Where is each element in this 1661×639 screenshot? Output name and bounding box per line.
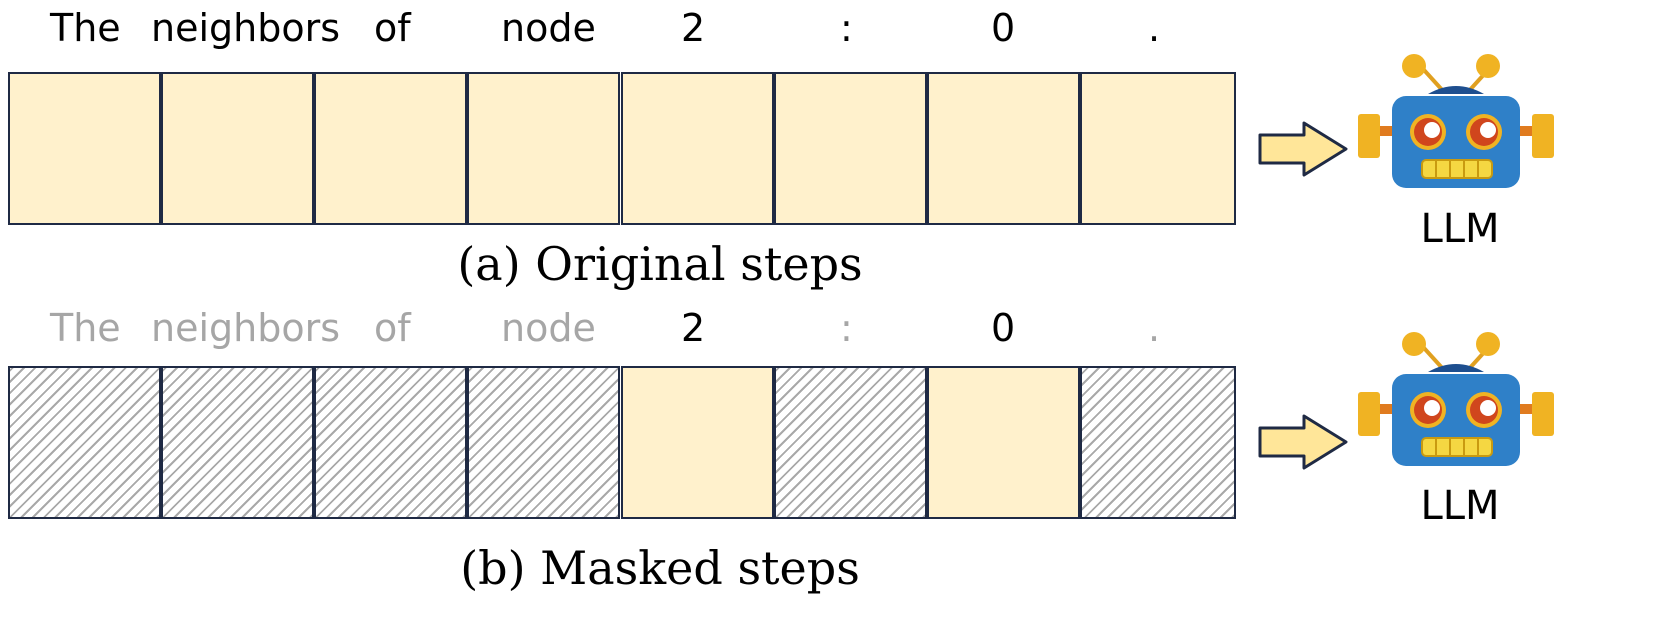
token-a-7: . bbox=[1148, 6, 1161, 50]
step-cell bbox=[621, 366, 774, 519]
token-a-2: of bbox=[374, 6, 411, 50]
step-cell bbox=[467, 72, 620, 225]
cell-strip-b bbox=[8, 366, 1236, 519]
token-a-0: The bbox=[50, 6, 121, 50]
token-b-3: node bbox=[501, 306, 596, 350]
robot-icon bbox=[1358, 54, 1554, 188]
token-b-1: neighbors bbox=[151, 306, 341, 350]
step-cell bbox=[314, 72, 467, 225]
robot-icon bbox=[1358, 332, 1554, 466]
masked-step-cell bbox=[8, 366, 161, 519]
token-row-b: The neighbors of node 2 : 0 . bbox=[8, 300, 1236, 356]
token-b-0: The bbox=[50, 306, 121, 350]
masked-step-cell bbox=[314, 366, 467, 519]
token-a-5: : bbox=[840, 6, 853, 50]
token-b-2: of bbox=[374, 306, 411, 350]
step-cell bbox=[927, 366, 1080, 519]
step-cell bbox=[927, 72, 1080, 225]
step-cell bbox=[161, 72, 314, 225]
token-a-3: node bbox=[501, 6, 596, 50]
masked-step-cell bbox=[774, 366, 927, 519]
step-cell bbox=[8, 72, 161, 225]
step-cell bbox=[621, 72, 774, 225]
token-b-4: 2 bbox=[681, 306, 706, 350]
right-arrow-icon bbox=[1258, 414, 1348, 470]
masked-step-cell bbox=[1080, 366, 1236, 519]
cell-strip-a bbox=[8, 72, 1236, 225]
masked-step-cell bbox=[467, 366, 620, 519]
step-cell bbox=[1080, 72, 1236, 225]
caption-a: (a) Original steps bbox=[457, 237, 863, 291]
right-arrow-icon bbox=[1258, 121, 1348, 177]
token-a-1: neighbors bbox=[151, 6, 341, 50]
llm-label-b: LLM bbox=[1420, 483, 1500, 529]
token-b-5: : bbox=[840, 306, 853, 350]
token-a-4: 2 bbox=[681, 6, 706, 50]
token-b-6: 0 bbox=[991, 306, 1016, 350]
caption-b: (b) Masked steps bbox=[460, 541, 860, 595]
token-a-6: 0 bbox=[991, 6, 1016, 50]
token-row-a: The neighbors of node 2 : 0 . bbox=[8, 0, 1236, 56]
llm-label-a: LLM bbox=[1420, 206, 1500, 252]
masked-step-cell bbox=[161, 366, 314, 519]
token-b-7: . bbox=[1148, 306, 1161, 350]
step-cell bbox=[774, 72, 927, 225]
